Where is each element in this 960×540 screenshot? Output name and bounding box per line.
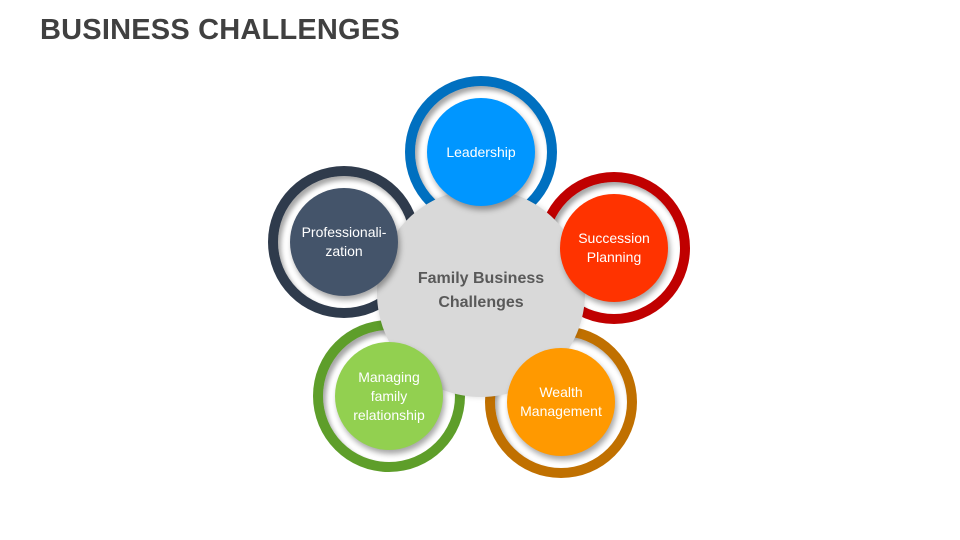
- node-label: Wealth Management: [520, 384, 602, 419]
- node-label: Managing family relationship: [353, 368, 425, 423]
- page-title: BUSINESS CHALLENGES: [40, 14, 400, 46]
- node-label: Professionali- zation: [301, 224, 387, 259]
- node-managing-family-relationship: Managing family relationship: [335, 342, 443, 450]
- node-leadership: Leadership: [427, 98, 535, 206]
- node-professionalization: Professionali- zation: [290, 188, 398, 296]
- node-label: Leadership: [446, 143, 516, 160]
- node-succession-planning: Succession Planning: [560, 194, 668, 302]
- center-label: Family Business Challenges: [417, 270, 545, 311]
- node-label: Succession Planning: [578, 230, 650, 265]
- node-wealth-management: Wealth Management: [507, 348, 615, 456]
